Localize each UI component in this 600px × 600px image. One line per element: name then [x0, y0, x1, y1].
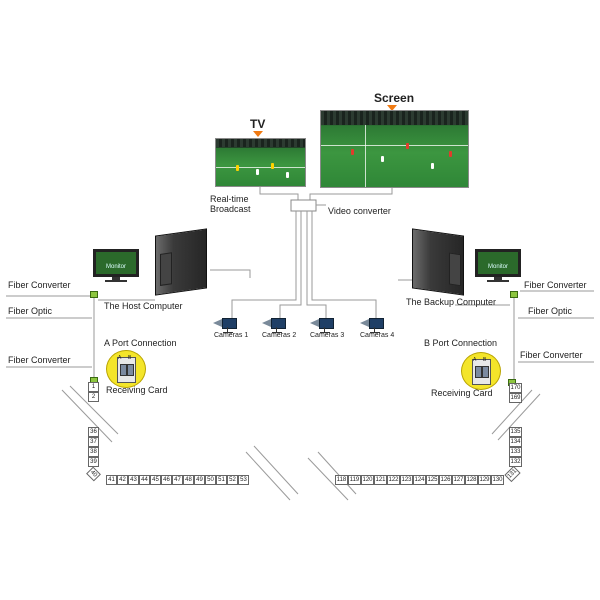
module-cell: 120	[361, 475, 374, 485]
fiber-optic-label-right: Fiber Optic	[528, 306, 573, 316]
module-cell: 37	[88, 437, 99, 447]
module-cell: 53	[238, 475, 249, 485]
monitor-label: Monitor	[93, 249, 139, 277]
module-cell: 135	[509, 427, 522, 437]
module-cell: 132	[509, 457, 522, 467]
host-monitor-icon: Monitor	[93, 249, 139, 283]
host-computer-label: The Host Computer	[104, 301, 183, 311]
camera-icon	[262, 318, 286, 338]
camera-label: Cameras 1	[214, 332, 249, 339]
backup-monitor-icon: Monitor	[475, 249, 521, 283]
camera-label: Cameras 4	[360, 332, 395, 339]
module-cell: 118	[335, 475, 348, 485]
a-port-connection-label: A Port Connection	[104, 338, 177, 348]
module-cell: 119	[348, 475, 361, 485]
receiving-card-a-icon	[106, 350, 146, 388]
module-cell: 48	[183, 475, 194, 485]
camera-icon	[213, 318, 237, 338]
fiber-converter-label-left-bottom: Fiber Converter	[8, 355, 71, 365]
tv-screen	[215, 138, 306, 187]
receiving-card-b-icon	[461, 352, 501, 390]
module-cell: 36	[88, 427, 99, 437]
module-cell: 49	[194, 475, 205, 485]
module-cell: 169	[509, 393, 522, 403]
module-cell: 1	[88, 382, 99, 392]
camera-icon	[360, 318, 384, 338]
video-converter-label: Video converter	[328, 206, 391, 216]
module-cell: 126	[439, 475, 452, 485]
fiber-converter-icon	[90, 291, 98, 298]
module-cell: 133	[509, 447, 522, 457]
card-port-b: B	[128, 355, 132, 361]
module-cell: 51	[216, 475, 227, 485]
module-cell: 170	[509, 383, 522, 393]
module-cell: 50	[205, 475, 216, 485]
module-cell: 41	[106, 475, 117, 485]
screen-label: Screen	[374, 91, 415, 105]
module-cell: 44	[139, 475, 150, 485]
camera-label: Cameras 3	[310, 332, 345, 339]
module-cell: 2	[88, 392, 99, 402]
module-cell: 129	[478, 475, 491, 485]
backup-computer-icon	[412, 228, 464, 296]
tv-arrow-icon	[253, 131, 263, 137]
screen-arrow-icon	[387, 105, 397, 111]
module-cell: 42	[117, 475, 128, 485]
host-computer-icon	[155, 228, 207, 296]
module-cell: 122	[387, 475, 400, 485]
module-cell: 127	[452, 475, 465, 485]
fiber-converter-icon	[510, 291, 518, 298]
monitor-label: Monitor	[475, 249, 521, 277]
module-cell: 45	[150, 475, 161, 485]
card-port-a: A	[118, 355, 122, 361]
module-cell: 47	[172, 475, 183, 485]
card-port-a: A	[473, 357, 477, 363]
module-cell: 121	[374, 475, 387, 485]
fiber-converter-label-right-bottom: Fiber Converter	[520, 350, 583, 360]
tv-label: TV	[250, 117, 266, 131]
realtime-broadcast-label: Real-time Broadcast	[210, 194, 251, 214]
module-cell: 134	[509, 437, 522, 447]
receiving-card-label-left: Receiving Card	[106, 385, 168, 395]
module-cell: 46	[161, 475, 172, 485]
module-cell: 130	[491, 475, 504, 485]
module-cell: 128	[465, 475, 478, 485]
led-screen	[320, 110, 469, 188]
camera-label: Cameras 2	[262, 332, 297, 339]
module-cell: 124	[413, 475, 426, 485]
fiber-converter-label-left-top: Fiber Converter	[8, 280, 71, 290]
camera-icon	[310, 318, 334, 338]
card-port-b: B	[483, 357, 487, 363]
fiber-optic-label-left: Fiber Optic	[8, 306, 53, 316]
module-cell: 125	[426, 475, 439, 485]
backup-computer-label: The Backup Computer	[406, 297, 497, 307]
module-cell: 39	[88, 457, 99, 467]
module-cell: 38	[88, 447, 99, 457]
receiving-card-label-right: Receiving Card	[431, 388, 493, 398]
module-cell: 43	[128, 475, 139, 485]
b-port-connection-label: B Port Connection	[424, 338, 498, 348]
module-cell: 52	[227, 475, 238, 485]
fiber-converter-label-right-top: Fiber Converter	[524, 280, 587, 290]
module-cell: 123	[400, 475, 413, 485]
